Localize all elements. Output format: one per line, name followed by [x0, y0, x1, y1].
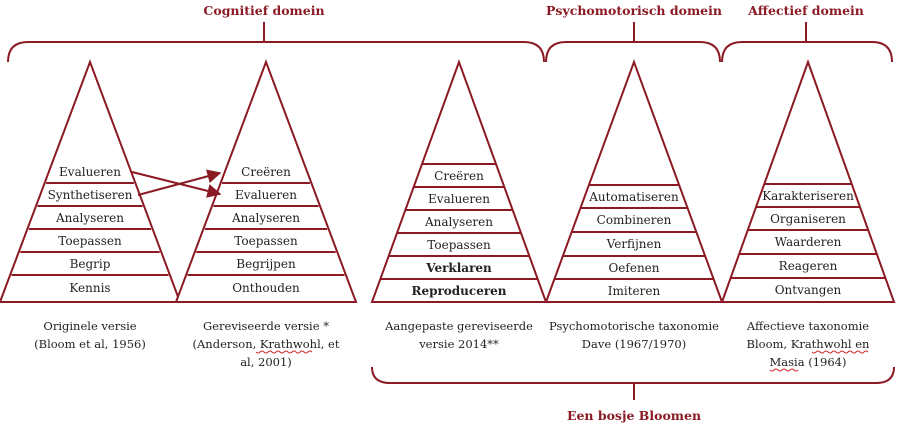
level-label: Analyseren	[231, 211, 300, 225]
pyramid-psychomotor: Automatiseren Combineren Verfijnen Oefen…	[544, 59, 724, 351]
pyramid-caption-line: al, 2001)	[240, 355, 292, 369]
level-label: Toepassen	[58, 234, 122, 248]
level-label: Analyseren	[55, 211, 124, 225]
level-label: Toepassen	[427, 238, 491, 252]
pyramid-outline	[370, 59, 548, 303]
arrow-synthetiseren-to-creeren	[137, 169, 222, 196]
pyramid-caption-line: (Bloom et al, 1956)	[34, 337, 146, 351]
pyramid-original-bloom: Evalueren Synthetiseren Analyseren Toepa…	[0, 59, 182, 351]
level-label: Evalueren	[428, 192, 490, 206]
level-label: Combineren	[597, 213, 672, 227]
cognitive-domain-brace	[7, 22, 545, 63]
pyramid-caption-line: Aangepaste gereviseerde	[384, 319, 533, 333]
psychomotor-domain-brace	[545, 22, 721, 63]
pyramid-caption-line: Masia (1964)	[770, 355, 847, 369]
level-label: Evalueren	[235, 188, 297, 202]
pyramid-caption-line: Affectieve taxonomie	[746, 319, 869, 333]
bottom-title: Een bosje Bloomen	[567, 408, 701, 423]
level-label: Synthetiseren	[48, 188, 133, 202]
pyramid-adapted-revised: Creëren Evalueren Analyseren Toepassen V…	[370, 59, 548, 351]
psychomotor-domain-title: Psychomotorisch domein	[546, 3, 722, 18]
level-label: Creëren	[434, 169, 484, 183]
level-label: Analyseren	[424, 215, 493, 229]
pyramid-caption-line: Bloom, Krathwohl en	[747, 337, 870, 351]
level-label: Begrijpen	[236, 257, 296, 271]
affective-domain-title: Affectief domein	[747, 3, 864, 18]
affective-domain-brace	[721, 22, 893, 63]
level-label: Karakteriseren	[762, 189, 854, 203]
pyramid-revised-bloom: Creëren Evalueren Analyseren Toepassen B…	[174, 59, 358, 369]
level-label: Onthouden	[232, 281, 300, 295]
pyramid-caption-line: versie 2014**	[418, 337, 499, 351]
pyramid-outline	[544, 59, 724, 303]
level-label-bold: Verklaren	[425, 261, 492, 275]
level-label: Ontvangen	[775, 283, 842, 297]
level-label: Toepassen	[234, 234, 298, 248]
spellcheck-underline	[811, 350, 869, 354]
level-label: Verfijnen	[606, 237, 662, 251]
pyramid-affective: Karakteriseren Organiseren Waarderen Rea…	[720, 59, 896, 372]
pyramid-caption-line: (Anderson, Krathwohl, et	[193, 337, 340, 351]
level-label: Begrip	[70, 257, 111, 271]
level-label-bold: Reproduceren	[411, 284, 506, 298]
spellcheck-underline	[255, 350, 313, 354]
level-label: Creëren	[241, 165, 291, 179]
level-label: Kennis	[69, 281, 110, 295]
pyramid-caption-line: Psychomotorische taxonomie	[549, 319, 719, 333]
pyramid-outline	[720, 59, 896, 303]
spellcheck-underline	[769, 368, 799, 372]
level-label: Evalueren	[59, 165, 121, 179]
level-label: Imiteren	[608, 284, 661, 298]
level-label: Waarderen	[775, 235, 842, 249]
cognitive-domain-title: Cognitief domein	[203, 3, 324, 18]
pyramid-caption-line: Originele versie	[43, 319, 136, 333]
pyramid-caption-line: Dave (1967/1970)	[582, 337, 686, 351]
level-label: Automatiseren	[588, 190, 679, 204]
pyramid-caption-line: Gereviseerde versie *	[203, 319, 329, 333]
arrow-evalueren-to-evalueren	[131, 171, 222, 198]
bottom-brace	[371, 366, 895, 400]
level-label: Organiseren	[770, 212, 846, 226]
level-label: Oefenen	[608, 261, 659, 275]
level-label: Reageren	[779, 259, 838, 273]
